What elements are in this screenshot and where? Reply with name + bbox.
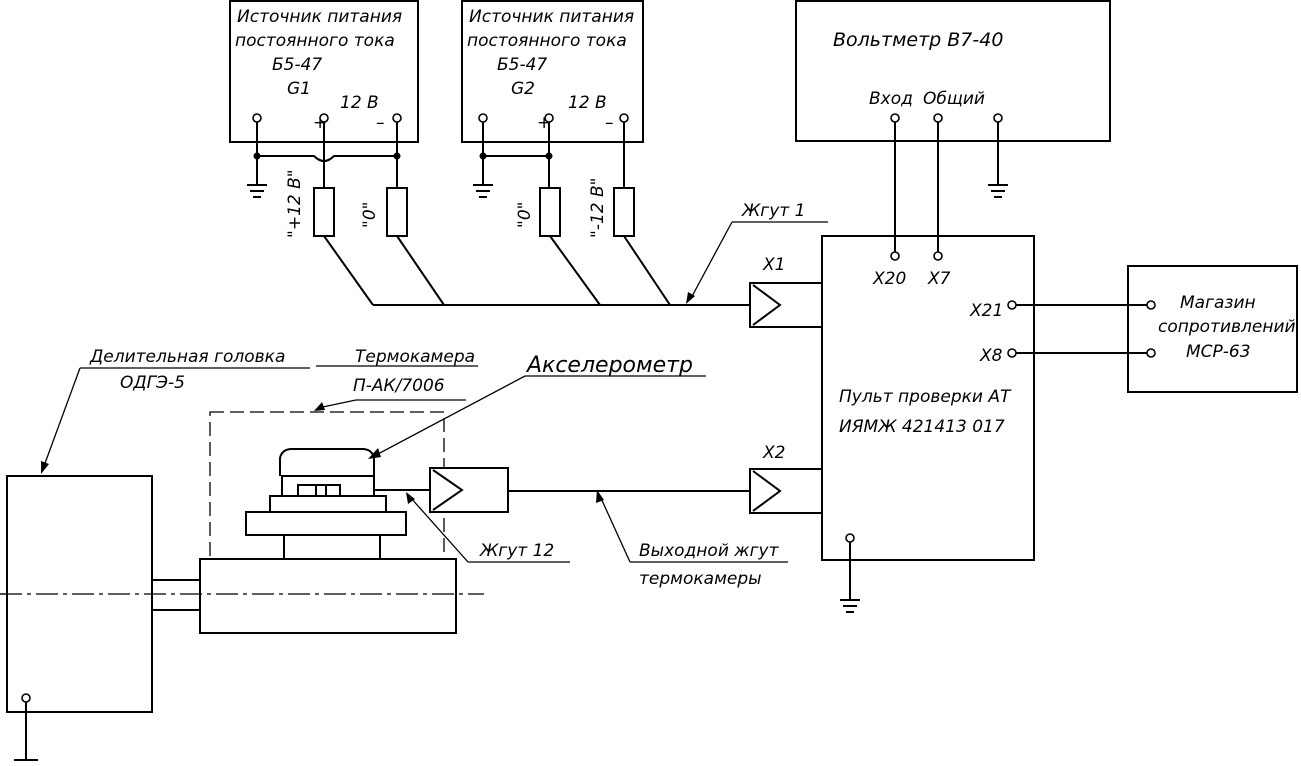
x21-label: X21 [969,301,1003,321]
x20-label: X20 [872,269,906,289]
psu1-title-line2: постоянного тока [235,31,395,51]
psu2-model: Б5-47 [497,55,547,75]
psu1-voltage: 12 В [340,93,379,113]
resistor-label-zero-1: "0" [360,202,380,228]
output-harness-line1: Выходной жгут [639,541,780,561]
dividing-head: Делительная головка ОДГЭ-5 [0,347,310,761]
dividing-head-line1: Делительная головка [89,347,285,367]
chamber-connector: Жгут 12 [406,467,570,563]
voltmeter-common-label: Общий [923,89,985,109]
x1-label: X1 [762,255,785,275]
console-ground-terminal [845,533,855,543]
x8-label: X8 [979,346,1003,366]
psu2-ground-terminal [478,113,488,123]
connector-x1: X1 [749,255,823,328]
resistor-plus12 [313,187,335,237]
psu1-minus: – [376,113,385,133]
thermo-chamber-line1: Термокамера [355,347,475,367]
resbox-line3: МСР-63 [1186,342,1251,362]
resistors: "+12 В" "0" "0" "-12 В" [285,169,635,238]
power-supply-g2: Источник питания постоянного тока Б5-47 … [461,0,644,143]
resistance-box-mcp63: Магазин сопротивлений МСР-63 [1016,265,1298,393]
dividing-head-line2: ОДГЭ-5 [120,373,185,393]
voltmeter-common-terminal [933,113,943,123]
resistor-minus12 [613,187,635,237]
x2-label: X2 [762,443,785,463]
g1-wiring [247,122,401,198]
console-x20-terminal [890,251,900,261]
harness-1: Жгут 1 [323,201,828,306]
resbox-line1: Магазин [1180,293,1256,313]
voltmeter-title: Вольтметр В7-40 [833,29,1003,51]
psu2-plus-terminal [544,113,554,123]
resbox-line2: сопротивлений [1158,317,1296,337]
resistor-label-plus12: "+12 В" [285,169,305,238]
psu2-voltage: 12 В [568,93,607,113]
rotary-shaft [0,558,484,634]
output-harness-line2: термокамеры [639,569,762,589]
test-console: Пульт проверки АТ ИЯМЖ 421413 017 X20 X7… [821,235,1035,613]
x7-label: X7 [927,269,951,289]
console-code: ИЯМЖ 421413 017 [839,417,1005,437]
voltmeter-b7-40: Вольтметр В7-40 Вход Общий [795,0,1111,142]
thermo-chamber-line2: П-АК/7006 [353,376,445,396]
psu1-model: Б5-47 [272,55,322,75]
voltmeter-wiring [894,122,1008,252]
psu2-title-line1: Источник питания [469,7,634,27]
console-x7-terminal [933,251,943,261]
harness12-label: Жгут 12 [479,541,554,561]
psu2-minus-terminal [619,113,629,123]
power-supply-g1: Источник питания постоянного тока Б5-47 … [229,0,419,143]
console-title: Пульт проверки АТ [839,387,1012,407]
psu1-plus-terminal [319,113,329,123]
psu2-title-line2: постоянного тока [467,31,627,51]
psu1-title-line1: Источник питания [237,7,402,27]
accelerometer-assembly: Акселерометр [245,353,706,560]
connector-x2: X2 [749,443,823,514]
dividing-head-terminal [21,693,31,703]
voltmeter-ground-terminal [993,113,1003,123]
console-x8-terminal [1007,348,1017,358]
accelerometer-label: Акселерометр [525,353,693,378]
psu1-id: G1 [287,79,311,99]
voltmeter-input-label: Вход [869,89,913,109]
output-harness: Выходной жгут термокамеры [508,490,788,589]
harness1-label: Жгут 1 [741,201,805,221]
voltmeter-input-terminal [890,113,900,123]
psu1-ground-terminal [252,113,262,123]
resistor-zero-1 [386,187,408,237]
psu2-minus: – [605,113,614,133]
resistor-zero-2 [539,187,561,237]
psu1-minus-terminal [392,113,402,123]
resistor-label-zero-2: "0" [515,202,535,228]
g2-wiring [473,122,625,198]
resbox-terminal-1 [1146,300,1156,310]
psu2-id: G2 [511,79,535,99]
console-x21-terminal [1007,300,1017,310]
resbox-terminal-2 [1146,348,1156,358]
thermo-chamber: Термокамера П-АК/7006 [209,347,478,561]
resistor-label-minus12: "-12 В" [588,178,608,238]
